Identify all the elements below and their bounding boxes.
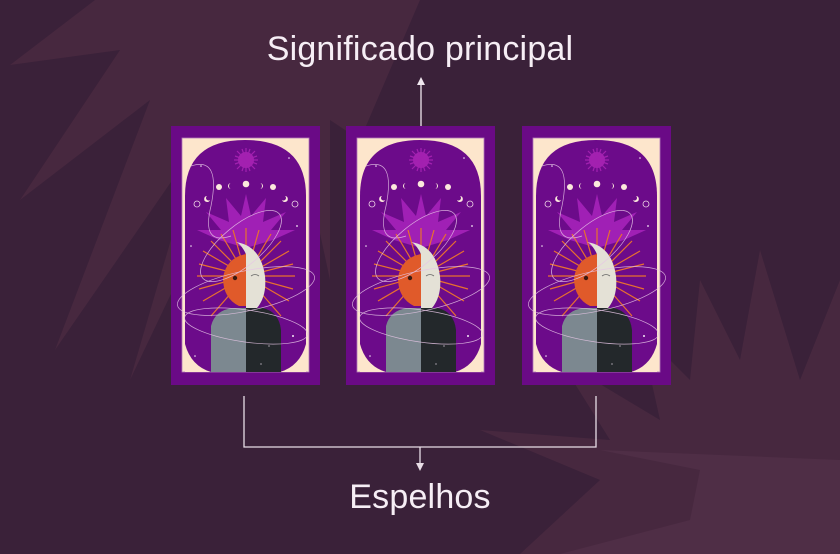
sun-moon-card-art-icon <box>171 126 320 385</box>
tarot-card-left <box>171 126 320 385</box>
mirror-bracket-connector <box>243 396 597 471</box>
sun-moon-card-art-icon <box>522 126 671 385</box>
tarot-card-center <box>346 126 495 385</box>
main-meaning-label: Significado principal <box>266 30 574 68</box>
sun-moon-card-art-icon <box>346 126 495 385</box>
tarot-card-right <box>522 126 671 385</box>
up-arrow-icon <box>417 77 425 128</box>
mirrors-label: Espelhos <box>349 478 491 516</box>
